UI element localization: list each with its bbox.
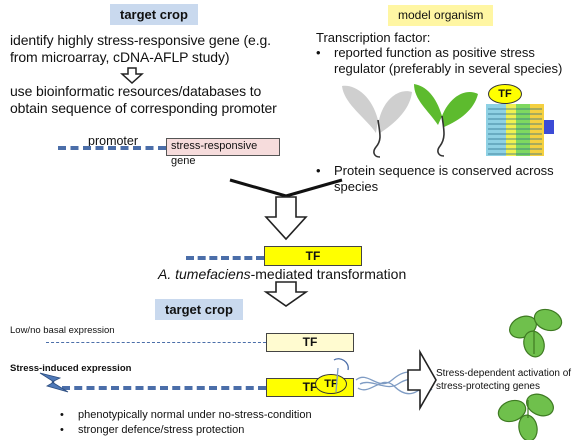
induced-dashed-line xyxy=(62,386,266,390)
tf-bullet-conserved: • Protein sequence is conserved across s… xyxy=(316,163,578,195)
result-bullet-normal-text: phenotypically normal under no-stress-co… xyxy=(78,409,312,421)
grey-seedling-icon xyxy=(342,85,412,158)
down-arrow-icon xyxy=(263,281,309,307)
green-seedling-icon xyxy=(414,84,478,157)
bullet-dot: • xyxy=(60,409,64,421)
result-bullet-defence-text: stronger defence/stress protection xyxy=(78,424,245,436)
model-organism-header: model organism xyxy=(388,5,494,26)
tf-bullet-positive-regulator: • reported function as positive stress r… xyxy=(316,45,578,77)
agrobacterium-species: A. tumefaciens xyxy=(158,266,251,282)
right-arrow-icon xyxy=(407,348,437,412)
basal-dashed-line xyxy=(46,342,266,343)
promoter-sequence-step: use bioinformatic resources/databases to… xyxy=(10,83,277,116)
tf-badge-top: TF xyxy=(488,84,522,104)
bullet-dot: • xyxy=(316,163,321,178)
plant-leaves-icon xyxy=(497,393,554,440)
target-crop-bottom-header: target crop xyxy=(155,299,243,320)
down-arrow-icon xyxy=(264,196,308,241)
result-bullet-defence: • stronger defence/stress protection xyxy=(60,423,360,437)
transformation-text: A. tumefaciens-mediated transformation xyxy=(158,266,406,282)
identify-gene-step: identify highly stress-responsive gene (… xyxy=(10,32,271,65)
plant-leaves-icon xyxy=(509,308,563,358)
step-arrow-icon xyxy=(120,67,144,85)
transcription-factor-heading: Transcription factor: xyxy=(316,30,431,45)
activation-text: Stress-dependent activation of stress-pr… xyxy=(436,368,572,392)
tf-badge-bottom: TF xyxy=(315,374,347,394)
stress-responsive-gene-box: stress-responsive gene xyxy=(166,138,280,167)
basal-expression-label: Low/no basal expression xyxy=(10,325,115,336)
tf-bullet-conserved-text: Protein sequence is conserved across spe… xyxy=(334,163,554,194)
construct-promoter-dashed-line xyxy=(186,256,264,260)
tf-bullet-positive-regulator-text: reported function as positive stress reg… xyxy=(334,45,563,76)
induced-expression-label: Stress-induced expression xyxy=(10,363,132,374)
basal-tf-box: TF xyxy=(266,333,354,352)
promoter-label: promoter xyxy=(88,134,139,148)
transformation-method: -mediated transformation xyxy=(250,266,407,282)
sequence-alignment-icon xyxy=(486,104,554,156)
bullet-dot: • xyxy=(60,424,64,436)
construct-tf-box: TF xyxy=(264,246,362,266)
promoter-dashed-line xyxy=(58,146,166,150)
bullet-dot: • xyxy=(316,45,321,60)
target-crop-header: target crop xyxy=(110,4,198,25)
result-bullet-normal: • phenotypically normal under no-stress-… xyxy=(60,408,360,422)
